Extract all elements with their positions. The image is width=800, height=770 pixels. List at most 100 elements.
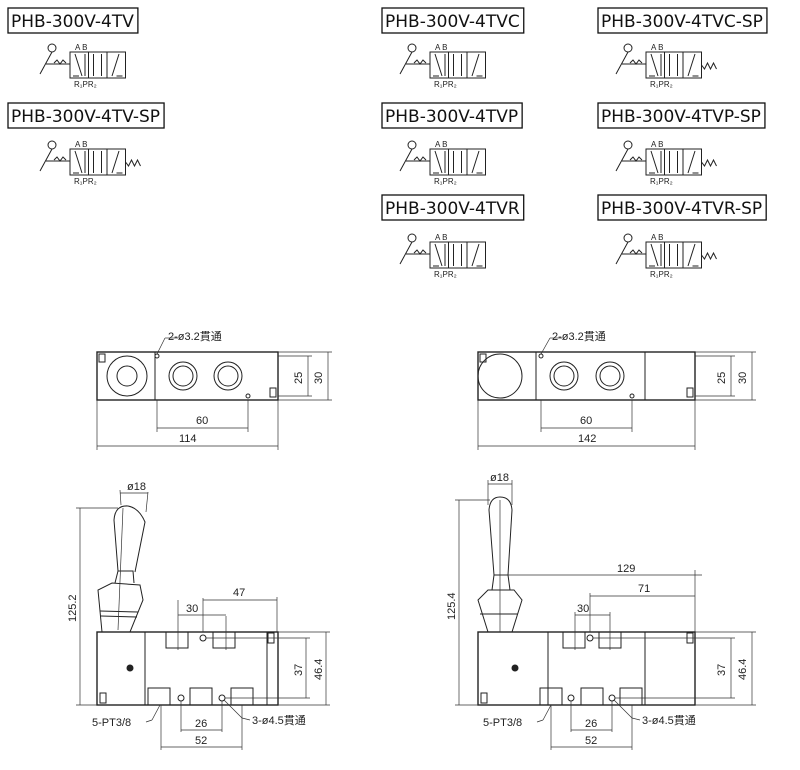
model-titles: PHB-300V-4TV PHB-300V-4TV-SP PHB-300V-4TVC… <box>7 7 768 221</box>
lever-icon <box>623 43 633 53</box>
ports-label: 5-PT3/8 <box>483 717 522 729</box>
model-title-text: PHB-300V-4TVP-SP <box>601 107 761 127</box>
title-box <box>597 7 768 34</box>
lever-icon <box>47 43 57 53</box>
spring-icon <box>701 61 717 71</box>
port-label-top: A B <box>651 43 663 52</box>
dim-overall: 129 <box>617 563 635 575</box>
model-title-4tvc: PHB-300V-4TVC <box>381 7 525 34</box>
port-label-top: A B <box>75 43 87 52</box>
model-title-text: PHB-300V-4TVC-SP <box>601 12 763 32</box>
dim-p1: 26 <box>195 718 207 730</box>
valve-symbol-4tv-sp: A B R₁PR₂ <box>39 140 141 186</box>
ports-label: 5-PT3/8 <box>92 717 131 729</box>
model-title-text: PHB-300V-4TV-SP <box>11 107 160 127</box>
model-title-text: PHB-300V-4TVR-SP <box>601 199 762 219</box>
dim-knob: ø18 <box>490 472 509 484</box>
port-label-bottom: R₁PR₂ <box>650 80 673 89</box>
port-label-bottom: R₁PR₂ <box>74 80 97 89</box>
model-title-4tvr-sp: PHB-300V-4TVR-SP <box>597 194 767 221</box>
model-title-4tv-sp: PHB-300V-4TV-SP <box>7 102 165 129</box>
dim-height: 125.2 <box>67 594 79 622</box>
dim-port-pitch: 30 <box>577 603 589 615</box>
dim-h2: 46.4 <box>737 659 749 680</box>
valve-symbol-4tvc: A B R₁PR₂ <box>399 43 486 89</box>
title-box <box>381 7 525 34</box>
top-view-right: 2-ø3.2貫通 60 142 25 30 <box>477 330 756 450</box>
lever-icon <box>623 140 633 150</box>
dim-length: 114 <box>179 433 197 445</box>
front-view-right: ø18 125.4 129 30 71 37 46.4 5-PT3/8 3-ø4… <box>446 472 756 750</box>
port-label-top: A B <box>435 140 447 149</box>
dim-h1: 25 <box>716 372 728 384</box>
port-label-bottom: R₁PR₂ <box>434 80 457 89</box>
valve-body-icon <box>69 51 126 79</box>
dim-offset: 47 <box>233 587 245 599</box>
model-title-text: PHB-300V-4TVC <box>385 12 520 32</box>
dim-h1: 37 <box>716 664 728 676</box>
title-box <box>597 194 767 221</box>
title-box <box>7 7 139 34</box>
spring-icon <box>125 158 141 168</box>
holes-label: 2-ø3.2貫通 <box>552 330 606 343</box>
model-title-text: PHB-300V-4TVP <box>385 107 518 127</box>
dim-pitch: 60 <box>196 415 208 427</box>
dim-h2: 46.4 <box>313 659 325 680</box>
valve-symbol-4tvc-sp: A B R₁PR₂ <box>615 43 717 89</box>
model-title-4tvp: PHB-300V-4TVP <box>381 102 523 129</box>
model-title-4tvr: PHB-300V-4TVR <box>381 194 525 221</box>
valve-body-icon <box>429 241 486 269</box>
lever-icon <box>407 43 417 53</box>
dim-p1: 26 <box>585 718 597 730</box>
dim-p2: 52 <box>195 735 207 747</box>
port-label-top: A B <box>435 43 447 52</box>
port-label-bottom: R₁PR₂ <box>434 270 457 279</box>
title-box <box>381 102 523 129</box>
dim-length: 142 <box>578 433 596 445</box>
holes-label: 2-ø3.2貫通 <box>168 330 222 343</box>
spring-icon <box>701 158 717 168</box>
model-title-4tvc-sp: PHB-300V-4TVC-SP <box>597 7 768 34</box>
valve-body-icon <box>429 51 486 79</box>
valve-body-icon <box>429 148 486 176</box>
title-box <box>597 102 766 129</box>
port-label-top: A B <box>651 140 663 149</box>
lever-icon <box>623 233 633 243</box>
spring-icon <box>701 251 717 261</box>
valve-symbol-4tvp-sp: A B R₁PR₂ <box>615 140 717 186</box>
port-label-top: A B <box>435 233 447 242</box>
port-label-top: A B <box>75 140 87 149</box>
title-box <box>381 194 525 221</box>
model-title-text: PHB-300V-4TVR <box>385 199 520 219</box>
model-title-4tvp-sp: PHB-300V-4TVP-SP <box>597 102 766 129</box>
dim-h1: 25 <box>293 372 305 384</box>
front-view-left: ø18 125.2 30 47 37 46.4 5-PT3/8 3-ø4.5貫通… <box>67 481 330 750</box>
dim-h1: 37 <box>293 664 305 676</box>
title-box <box>7 102 165 129</box>
dim-p2: 52 <box>585 735 597 747</box>
port-label-bottom: R₁PR₂ <box>650 177 673 186</box>
valve-symbol-4tvp: A B R₁PR₂ <box>399 140 486 186</box>
lever-icon <box>47 140 57 150</box>
valve-symbol-4tv: A B R₁PR₂ <box>39 43 126 89</box>
dim-knob: ø18 <box>127 481 146 493</box>
port-label-top: A B <box>651 233 663 242</box>
valve-symbol-4tvr: A B R₁PR₂ <box>399 233 486 279</box>
holes-label: 3-ø4.5貫通 <box>642 714 696 727</box>
port-label-bottom: R₁PR₂ <box>74 177 97 186</box>
valve-symbols: A B R₁PR₂ A B R₁PR₂ A B R₁PR₂ A B R₁PR₂ A B R₁PR₂… <box>39 43 717 279</box>
dim-port-pitch: 30 <box>186 603 198 615</box>
lever-icon <box>407 140 417 150</box>
dim-height: 125.4 <box>446 592 458 620</box>
model-title-text: PHB-300V-4TV <box>11 12 134 32</box>
model-title-4tv: PHB-300V-4TV <box>7 7 139 34</box>
port-label-bottom: R₁PR₂ <box>434 177 457 186</box>
lever-icon <box>407 233 417 243</box>
top-view-left: 2-ø3.2貫通 60 114 25 30 <box>96 330 332 450</box>
dim-h2: 30 <box>737 372 749 384</box>
holes-label: 3-ø4.5貫通 <box>252 714 306 727</box>
dim-pitch: 60 <box>580 415 592 427</box>
dim-h2: 30 <box>313 372 325 384</box>
